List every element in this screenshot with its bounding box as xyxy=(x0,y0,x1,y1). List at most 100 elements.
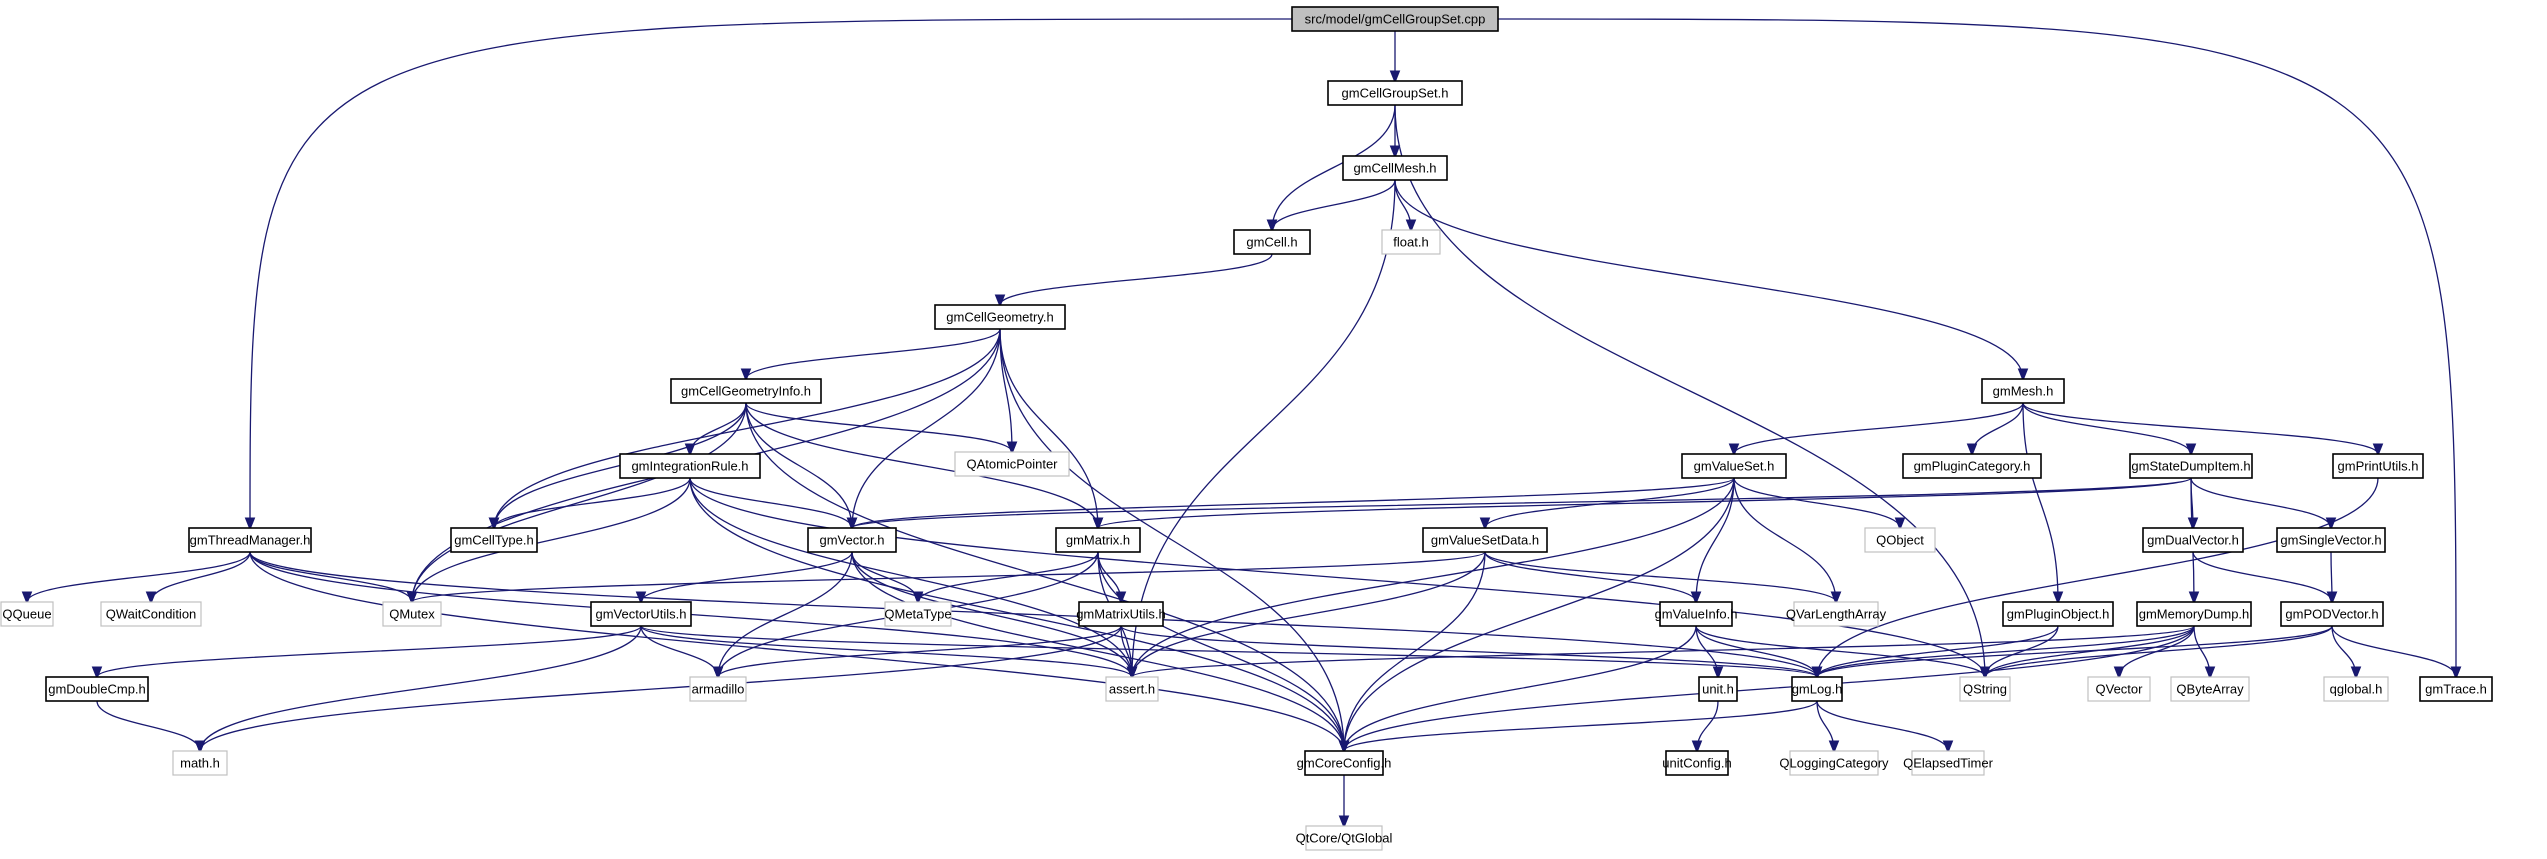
node-box xyxy=(2280,601,2384,627)
node-label: gmMesh.h xyxy=(1993,384,2054,399)
node-label: QObject xyxy=(1876,533,1924,548)
node-cellgeometryinfo[interactable]: gmCellGeometryInfo.h xyxy=(670,378,822,404)
edge-log-to-qloggingcategory xyxy=(1816,700,1834,751)
edge-cell-to-cellgeometry xyxy=(1000,253,1273,305)
node-label: QElapsedTimer xyxy=(1903,756,1993,771)
edge-unit-to-unitconfig xyxy=(1697,700,1719,751)
node-box xyxy=(1793,601,1879,627)
edge-valuesetdata-to-valueinfo xyxy=(1484,551,1696,602)
node-box xyxy=(1342,155,1448,181)
node-doublecmp[interactable]: gmDoubleCmp.h xyxy=(45,676,149,702)
node-integrationrule[interactable]: gmIntegrationRule.h xyxy=(619,453,761,479)
node-trace[interactable]: gmTrace.h xyxy=(2419,676,2493,702)
node-log[interactable]: gmLog.h xyxy=(1791,676,1843,702)
node-label: gmThreadManager.h xyxy=(190,533,311,548)
edge-vector-to-armadillo xyxy=(718,551,853,677)
node-valueset[interactable]: gmValueSet.h xyxy=(1681,453,1787,479)
edge-vectorutils-to-log xyxy=(640,625,1817,677)
node-qobject: QObject xyxy=(1864,527,1936,553)
node-cell[interactable]: gmCell.h xyxy=(1233,229,1311,255)
edge-cellgeometryinfo-to-qatomicpointer xyxy=(745,402,1012,452)
node-label: qglobal.h xyxy=(2330,682,2383,697)
node-dualvector[interactable]: gmDualVector.h xyxy=(2142,527,2244,553)
node-label: src/model/gmCellGroupSet.cpp xyxy=(1305,12,1486,27)
edge-singlevector-to-podvector xyxy=(2331,551,2332,602)
edge-cellgeometry-to-cellgeometryinfo xyxy=(746,328,1001,379)
edge-vectorutils-to-math xyxy=(200,625,642,751)
node-label: QVarLengthArray xyxy=(1786,607,1887,622)
node-box xyxy=(2129,453,2253,479)
edge-dualvector-to-podvector xyxy=(2192,551,2332,602)
edge-cellgeometry-to-matrix xyxy=(999,328,1098,528)
node-label: gmCellType.h xyxy=(454,533,533,548)
node-label: QMetaType xyxy=(884,607,951,622)
edge-matrixutils-to-math xyxy=(200,625,1122,751)
node-statedumpitem[interactable]: gmStateDumpItem.h xyxy=(2129,453,2253,479)
node-qstring: QString xyxy=(1959,676,2011,702)
node-box xyxy=(1291,6,1499,32)
node-label: assert.h xyxy=(1109,682,1155,697)
node-box xyxy=(2087,676,2151,702)
node-label: gmPODVector.h xyxy=(2285,607,2378,622)
node-box xyxy=(1078,601,1164,627)
node-box xyxy=(0,601,54,627)
edge-mesh-to-printutils xyxy=(2022,402,2378,454)
node-root[interactable]: src/model/gmCellGroupSet.cpp xyxy=(1291,6,1499,32)
node-threadmanager[interactable]: gmThreadManager.h xyxy=(188,527,312,553)
node-label: armadillo xyxy=(692,682,745,697)
edge-mesh-to-pluginobject xyxy=(2022,402,2058,602)
node-label: QQueue xyxy=(2,607,51,622)
node-vectorutils[interactable]: gmVectorUtils.h xyxy=(590,601,692,627)
node-matrixutils[interactable]: gmMatrixUtils.h xyxy=(1076,601,1166,627)
node-vector[interactable]: gmVector.h xyxy=(807,527,897,553)
node-label: gmDualVector.h xyxy=(2147,533,2239,548)
node-podvector[interactable]: gmPODVector.h xyxy=(2280,601,2384,627)
node-plugincategory[interactable]: gmPluginCategory.h xyxy=(1902,453,2042,479)
node-box xyxy=(1902,453,2042,479)
edge-root-to-threadmanager xyxy=(250,18,1293,528)
node-pluginobject[interactable]: gmPluginObject.h xyxy=(2002,601,2114,627)
node-label: QByteArray xyxy=(2176,682,2244,697)
node-memorydump[interactable]: gmMemoryDump.h xyxy=(2136,601,2252,627)
node-cellgeometry[interactable]: gmCellGeometry.h xyxy=(934,304,1066,330)
edge-valuesetdata-to-qvarlengtharray xyxy=(1484,551,1836,602)
edge-cellgroupset-to-cell xyxy=(1272,104,1396,230)
node-box xyxy=(2276,527,2386,553)
node-box xyxy=(2332,453,2424,479)
edge-cellgeometry-to-vector xyxy=(852,328,1001,528)
edge-valuesetdata-to-coreconfig xyxy=(1344,551,1486,751)
node-label: gmValueSet.h xyxy=(1694,459,1775,474)
edge-statedumpitem-to-singlevector xyxy=(2190,477,2331,528)
node-cellmesh[interactable]: gmCellMesh.h xyxy=(1342,155,1448,181)
node-qglobal: qglobal.h xyxy=(2323,676,2389,702)
edge-memorydump-to-coreconfig xyxy=(1344,625,2195,751)
node-matrix[interactable]: gmMatrix.h xyxy=(1055,527,1141,553)
node-valueinfo[interactable]: gmValueInfo.h xyxy=(1655,601,1738,627)
edge-threadmanager-to-qmutex xyxy=(249,551,412,602)
edge-cellgeometryinfo-to-vector xyxy=(745,402,852,528)
node-mesh[interactable]: gmMesh.h xyxy=(1981,378,2065,404)
node-float: float.h xyxy=(1381,229,1441,255)
node-label: QtCore/QtGlobal xyxy=(1296,831,1393,846)
node-box xyxy=(884,601,952,627)
edge-cellmesh-to-assert xyxy=(1132,179,1396,677)
node-assert: assert.h xyxy=(1105,676,1159,702)
edge-integrationrule-to-vector xyxy=(689,477,852,528)
node-qvarlengtharray: QVarLengthArray xyxy=(1786,601,1887,627)
node-unitconfig[interactable]: unitConfig.h xyxy=(1662,750,1732,776)
node-label: gmPrintUtils.h xyxy=(2338,459,2419,474)
node-armadillo: armadillo xyxy=(689,676,747,702)
node-celltype[interactable]: gmCellType.h xyxy=(450,527,538,553)
edge-pluginobject-to-log xyxy=(1817,625,2059,677)
node-printutils[interactable]: gmPrintUtils.h xyxy=(2332,453,2424,479)
node-label: float.h xyxy=(1393,235,1428,250)
node-valuesetdata[interactable]: gmValueSetData.h xyxy=(1422,527,1548,553)
node-qwaitcondition: QWaitCondition xyxy=(100,601,202,627)
node-box xyxy=(450,527,538,553)
node-cellgroupset[interactable]: gmCellGroupSet.h xyxy=(1327,80,1463,106)
node-box xyxy=(590,601,692,627)
node-singlevector[interactable]: gmSingleVector.h xyxy=(2276,527,2386,553)
node-unit[interactable]: unit.h xyxy=(1698,676,1738,702)
node-coreconfig[interactable]: gmCoreConfig.h xyxy=(1297,750,1392,776)
